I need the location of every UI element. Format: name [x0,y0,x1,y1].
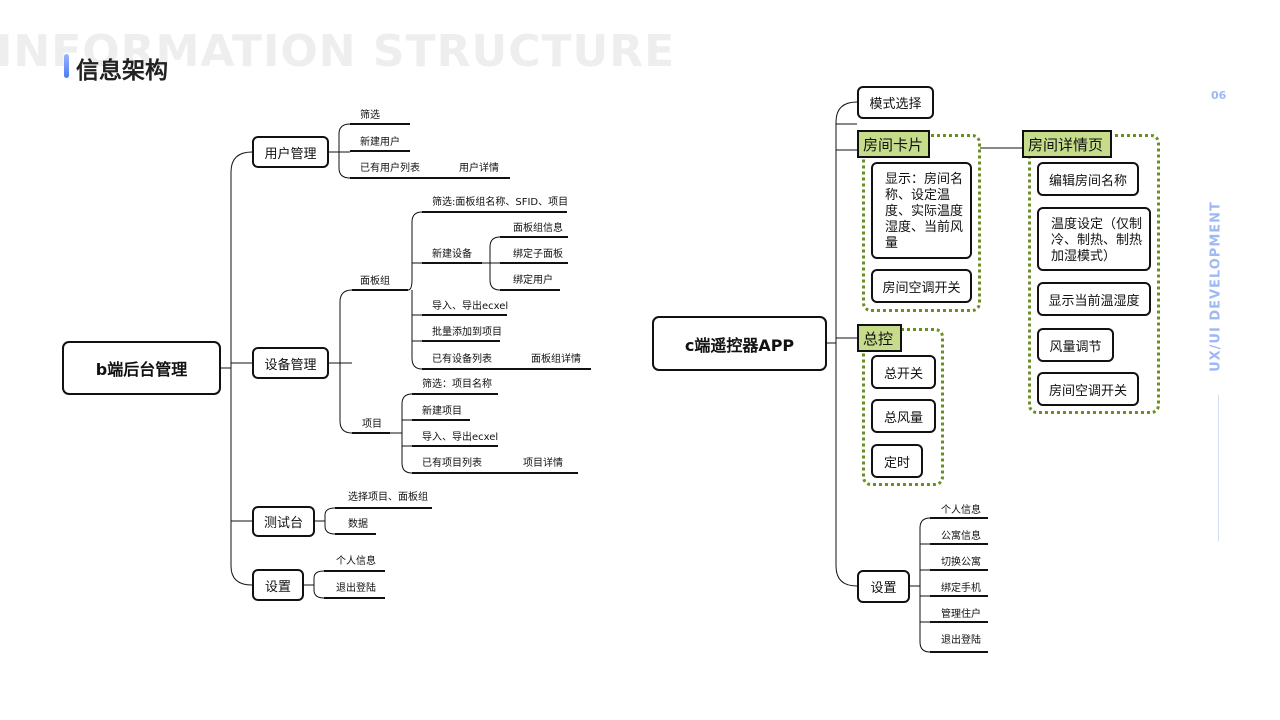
page-number: 06 [1211,89,1227,102]
master-timer: 定时 [871,444,923,478]
c-settings-item: 公寓信息 [941,531,981,542]
project-import-leaf: 导入、导出ecxel [422,432,499,443]
side-divider [1218,395,1219,541]
user-mgmt-node: 用户管理 [252,136,329,168]
fan-adjust: 风量调节 [1037,328,1114,362]
group-info-leaf: 面板组信息 [513,223,563,234]
user-new-leaf: 新建用户 [360,137,400,148]
user-filter-leaf: 筛选 [360,110,380,121]
test-data-leaf: 数据 [348,519,368,530]
master-fan: 总风量 [871,399,936,433]
c-settings-item: 绑定手机 [941,583,981,594]
test-bench-node: 测试台 [252,506,315,537]
c-settings-item: 退出登陆 [941,635,981,646]
master-power: 总开关 [871,355,936,389]
b-logout-leaf: 退出登陆 [336,583,376,594]
master-tag: 总控 [857,324,902,352]
b-profile-leaf: 个人信息 [336,556,376,567]
device-list-leaf: 已有设备列表 [432,354,492,365]
project-list-leaf: 已有项目列表 [422,458,482,469]
device-mgmt-node: 设备管理 [252,347,329,379]
detail-ac-switch: 房间空调开关 [1037,372,1139,406]
project-detail-leaf: 项目详情 [523,458,563,469]
b-root-node: b端后台管理 [62,341,221,395]
bind-user-leaf: 绑定用户 [513,275,553,286]
group-detail-leaf: 面板组详情 [531,354,581,365]
show-temp: 显示当前温湿度 [1037,282,1151,316]
title-accent-bar [64,54,69,78]
project-filter-leaf: 筛选：项目名称 [422,379,492,390]
page-title: 信息架构 [76,58,168,84]
room-detail-tag: 房间详情页 [1022,130,1112,158]
c-settings-item: 个人信息 [941,505,981,516]
c-root-node: c端遥控器APP [652,316,827,371]
background-title: INFORMATION STRUCTURE [0,26,676,77]
project-leaf: 项目 [362,419,382,430]
panel-filter-leaf: 筛选:面板组名称、SFID、项目 [432,197,569,208]
batch-add-leaf: 批量添加到项目 [432,327,502,338]
room-card-display: 显示：房间名称、设定温度、实际温度湿度、当前风量 [871,162,972,259]
master-group [862,328,944,486]
new-project-leaf: 新建项目 [422,406,462,417]
room-card-tag: 房间卡片 [857,130,930,158]
test-select-leaf: 选择项目、面板组 [348,492,428,503]
bind-subpanel-leaf: 绑定子面板 [513,249,563,260]
b-settings-node: 设置 [252,569,304,601]
c-settings-item: 切换公寓 [941,557,981,568]
new-device-leaf: 新建设备 [432,249,472,260]
c-settings-item: 管理住户 [941,609,981,620]
panel-import-leaf: 导入、导出ecxel [432,301,509,312]
c-settings-node: 设置 [857,570,910,603]
room-card-ac-switch: 房间空调开关 [871,269,972,303]
edit-room-name: 编辑房间名称 [1037,162,1139,196]
mode-select-node: 模式选择 [857,86,934,119]
temp-setting: 温度设定（仅制冷、制热、制热加湿模式） [1037,207,1151,271]
user-detail-leaf: 用户详情 [459,163,499,174]
user-list-leaf: 已有用户列表 [360,163,420,174]
panel-group-leaf: 面板组 [360,276,390,287]
